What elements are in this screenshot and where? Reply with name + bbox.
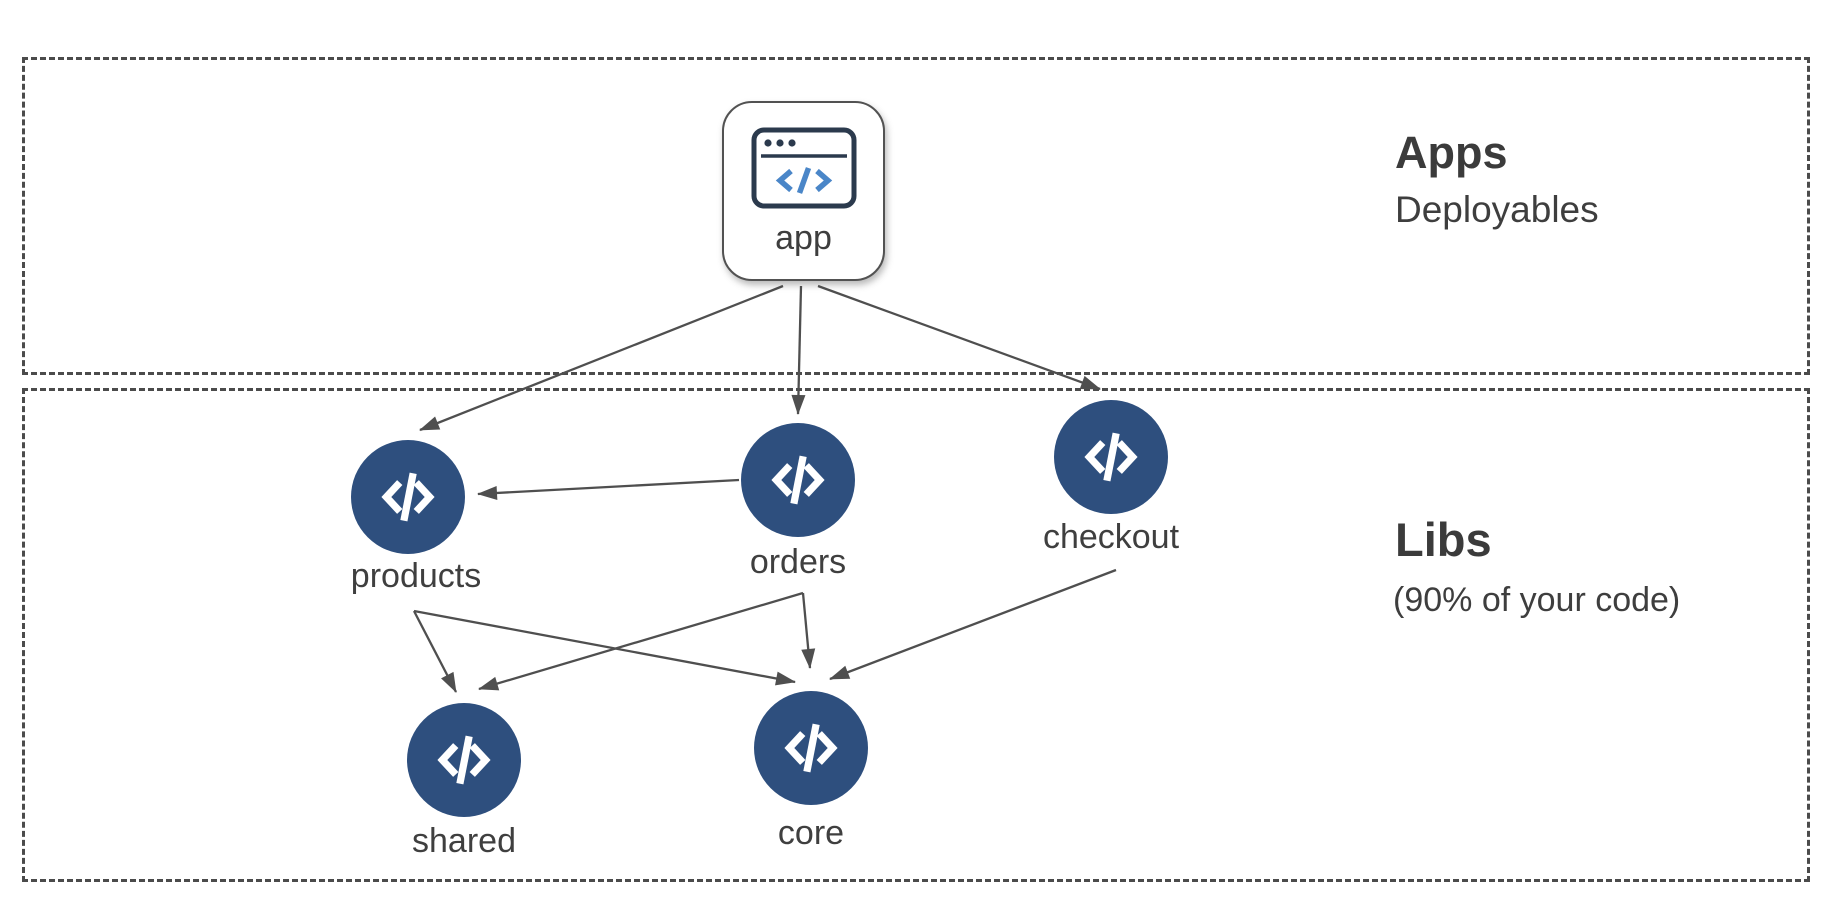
browser-code-icon <box>751 127 856 209</box>
node-orders <box>741 423 855 537</box>
code-icon <box>437 735 491 785</box>
node-shared-label: shared <box>412 822 516 860</box>
node-app: app <box>722 101 885 281</box>
node-checkout <box>1054 400 1168 514</box>
apps-section-subtitle: Deployables <box>1395 189 1599 230</box>
code-icon <box>784 723 838 773</box>
node-orders-label: orders <box>749 543 847 581</box>
code-icon <box>771 455 825 505</box>
code-icon <box>1084 432 1138 482</box>
libs-section-box <box>22 388 1810 882</box>
code-icon <box>381 472 435 522</box>
node-products <box>351 440 465 554</box>
node-core-label: core <box>777 814 845 852</box>
node-products-label: products <box>350 557 482 595</box>
apps-section-title: Apps <box>1395 127 1508 178</box>
libs-section-subtitle: (90% of your code) <box>1393 581 1681 619</box>
node-core <box>754 691 868 805</box>
libs-section-title: Libs <box>1395 513 1492 566</box>
node-app-label: app <box>775 219 832 257</box>
node-shared <box>407 703 521 817</box>
node-checkout-label: checkout <box>1042 518 1180 556</box>
